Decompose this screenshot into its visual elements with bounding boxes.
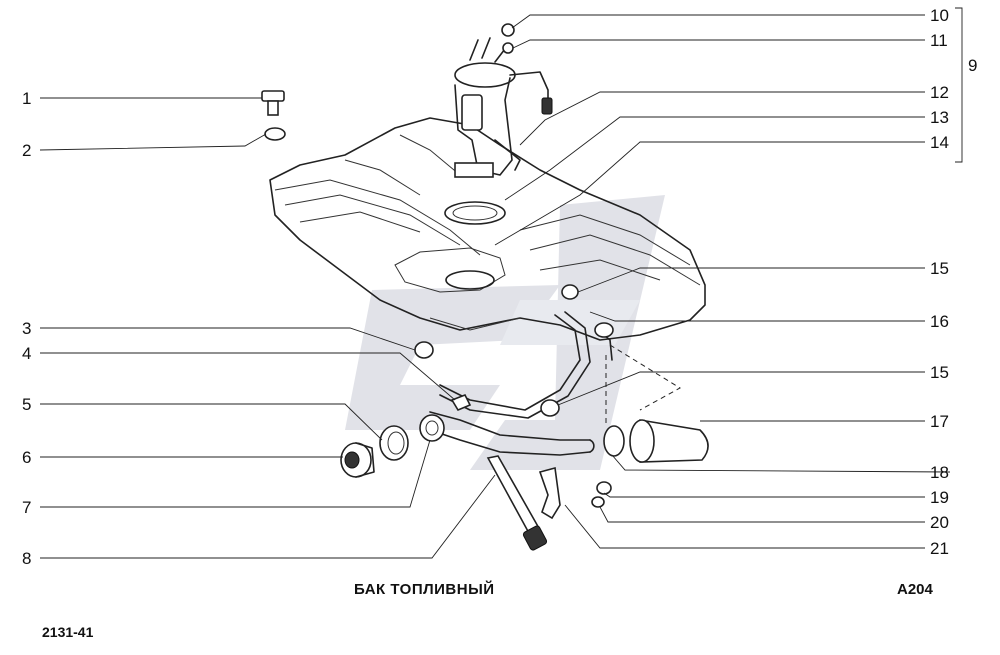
- callout-2: 2: [22, 141, 31, 160]
- filler-seal: [379, 425, 409, 461]
- callout-21: 21: [930, 539, 949, 558]
- callout-12: 12: [930, 83, 949, 102]
- bracket: [538, 466, 561, 520]
- nut: [596, 481, 612, 495]
- callout-16: 16: [930, 312, 949, 331]
- filler-pipe: [629, 419, 709, 463]
- callout-3: 3: [22, 319, 31, 338]
- leader-lines-left: [39, 97, 496, 559]
- callout-9: 9: [968, 56, 977, 75]
- small-washer: [591, 496, 605, 508]
- clamp-18: [603, 425, 625, 457]
- callout-10: 10: [930, 6, 949, 25]
- callout-11: 11: [930, 31, 948, 50]
- callout-15b: 15: [930, 363, 949, 382]
- callout-6: 6: [22, 448, 31, 467]
- callout-19: 19: [930, 488, 949, 507]
- callout-17: 17: [930, 412, 949, 431]
- filler-hose: [419, 414, 445, 442]
- leader-lines-right: [494, 7, 963, 549]
- filler-cap: [340, 442, 375, 478]
- diagram-title: БАК ТОПЛИВНЫЙ: [354, 581, 495, 598]
- callout-4: 4: [22, 344, 31, 363]
- callout-1: 1: [22, 89, 31, 108]
- clamp-15a: [561, 284, 579, 300]
- callout-20: 20: [930, 513, 949, 532]
- callout-14: 14: [930, 133, 949, 152]
- callout-5: 5: [22, 395, 31, 414]
- callout-8: 8: [22, 549, 31, 568]
- fuel-tank: [269, 117, 706, 341]
- hose-connector: [450, 393, 472, 412]
- fuel-lines: [429, 311, 614, 456]
- diagram-code: А204: [897, 581, 933, 598]
- bolt: [261, 90, 285, 116]
- clamp-15b: [540, 399, 560, 417]
- callout-13: 13: [930, 108, 949, 127]
- callout-15a: 15: [930, 259, 949, 278]
- washer: [264, 127, 286, 141]
- tank-strap: [486, 455, 548, 551]
- callout-7: 7: [22, 498, 31, 517]
- callout-18: 18: [930, 463, 949, 482]
- clamp-3: [414, 341, 434, 359]
- fuel-pump-module: [454, 23, 553, 178]
- model-code: 2131-41: [42, 624, 94, 640]
